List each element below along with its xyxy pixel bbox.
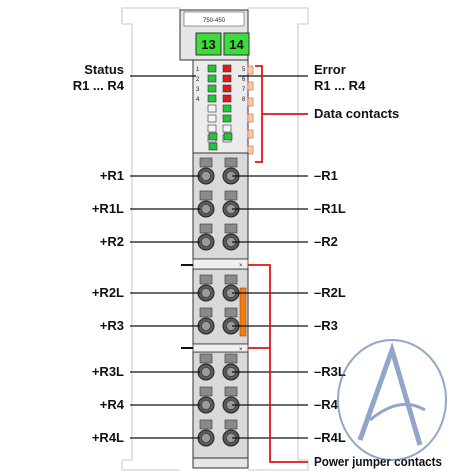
status-led <box>208 142 218 151</box>
terminal-hole <box>201 321 211 331</box>
status-label: Status <box>84 62 124 77</box>
led-number-4: 4 <box>196 97 200 103</box>
terminal-hole <box>201 367 211 377</box>
power-jumper <box>239 287 247 337</box>
connector-13-label: 13 <box>201 37 215 52</box>
terminal-hole <box>201 288 211 298</box>
release-tab <box>224 274 238 285</box>
led-array <box>207 64 233 151</box>
error-led <box>222 64 232 73</box>
connector-13 <box>195 32 222 56</box>
status-led <box>222 124 232 133</box>
status-led <box>208 132 218 141</box>
leader-lines <box>130 75 308 439</box>
red-callouts <box>248 65 308 463</box>
terminal-hole <box>201 171 211 181</box>
status-led <box>207 114 217 123</box>
release-tab <box>224 307 238 318</box>
label-plus-r3l: +R3L <box>92 364 124 379</box>
data-contacts-label: Data contacts <box>314 106 399 121</box>
release-tab <box>199 157 213 168</box>
label-plus-r2l: +R2L <box>92 285 124 300</box>
status-led <box>223 132 233 141</box>
status-led <box>222 114 232 123</box>
label-minus-r1l: –R1L <box>314 201 346 216</box>
status-range-label: R1 ... R4 <box>73 78 125 93</box>
led-number-7: 7 <box>242 87 246 93</box>
release-tab <box>224 157 238 168</box>
label-minus-r3l: –R3L <box>314 364 346 379</box>
status-led <box>207 84 217 93</box>
led-number-3: 3 <box>196 87 200 93</box>
release-tab <box>224 223 238 234</box>
jumper-marker-2: × <box>239 347 243 353</box>
label-plus-r1l: +R1L <box>92 201 124 216</box>
label-minus-r2l: –R2L <box>314 285 346 300</box>
label-plus-r4: +R4 <box>100 397 125 412</box>
connector-14-label: 14 <box>229 37 244 52</box>
label-plus-r3: +R3 <box>100 318 124 333</box>
release-tab <box>224 386 238 397</box>
status-led <box>222 104 232 113</box>
release-tab <box>199 274 213 285</box>
status-led <box>207 94 217 103</box>
part-number: 750-450 <box>203 18 226 24</box>
led-number-1: 1 <box>196 67 200 73</box>
error-led <box>222 94 232 103</box>
status-led <box>207 124 217 133</box>
label-plus-r1: +R1 <box>100 168 124 183</box>
led-panel <box>192 59 249 154</box>
release-tab <box>199 223 213 234</box>
led-numbers: 1 2 3 4 5 6 7 8 <box>196 67 246 103</box>
terminal-array <box>197 157 240 447</box>
label-minus-r1: –R1 <box>314 168 338 183</box>
release-tab <box>199 419 213 430</box>
label-plus-r4l: +R4L <box>92 430 124 445</box>
label-plus-r2: +R2 <box>100 234 124 249</box>
jumper-marker-1: × <box>239 263 243 269</box>
error-led <box>222 84 232 93</box>
release-tab <box>224 419 238 430</box>
label-minus-r4: –R4 <box>314 397 339 412</box>
terminal-hole <box>201 400 211 410</box>
terminal-hole <box>201 433 211 443</box>
error-led <box>222 74 232 83</box>
error-range-label: R1 ... R4 <box>314 78 366 93</box>
label-minus-r4l: –R4L <box>314 430 346 445</box>
watermark-logo <box>337 339 447 461</box>
label-minus-r2: –R2 <box>314 234 338 249</box>
release-tab <box>224 353 238 364</box>
data-contacts <box>247 65 254 155</box>
release-tab <box>224 190 238 201</box>
terminal-hole <box>201 237 211 247</box>
release-tab <box>199 386 213 397</box>
connector-14 <box>223 32 250 56</box>
error-label: Error <box>314 62 346 77</box>
release-tab <box>199 307 213 318</box>
status-led <box>207 104 217 113</box>
release-tab <box>199 190 213 201</box>
power-jumper-label: Power jumper contacts <box>314 454 442 469</box>
terminal-hole <box>201 204 211 214</box>
led-number-2: 2 <box>196 77 200 83</box>
label-minus-r3: –R3 <box>314 318 338 333</box>
led-number-6: 6 <box>242 77 246 83</box>
release-tab <box>199 353 213 364</box>
led-number-8: 8 <box>242 97 246 103</box>
status-led <box>207 64 217 73</box>
status-led <box>207 74 217 83</box>
led-number-5: 5 <box>242 67 246 73</box>
module-foot <box>192 457 249 469</box>
